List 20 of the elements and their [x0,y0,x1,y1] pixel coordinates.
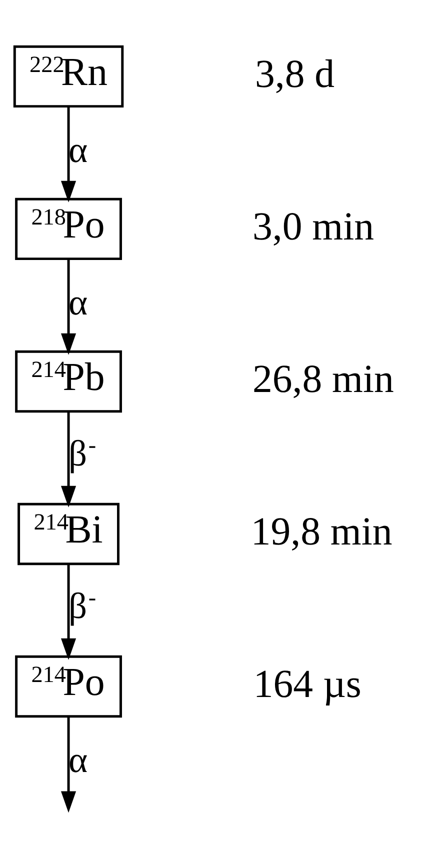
node-label: 164 µs [253,662,362,706]
arrow [60,259,76,355]
edge-label: α [68,130,88,170]
node-label: 3,8 d [255,52,335,96]
edge-label: β$^{-}$ [68,584,96,626]
arrow [60,106,76,202]
arrow [60,564,76,660]
edge-label: β$^{-}$ [68,432,96,474]
node-box: $^{214}$Bi [18,502,120,566]
node-label: 3,0 min [252,204,374,248]
edge-label: α [68,282,88,323]
arrow [60,412,76,508]
node-box: $^{214}$Pb [15,350,122,413]
node-label: 26,8 min [252,356,394,401]
node-box: $^{218}$Po [15,198,122,260]
edge-label: α [68,740,88,780]
arrow [60,716,76,813]
node-label: 19,8 min [250,509,392,554]
node-box: $^{214}$Po [15,655,122,718]
node-box: $^{222}$Rn [13,45,124,108]
